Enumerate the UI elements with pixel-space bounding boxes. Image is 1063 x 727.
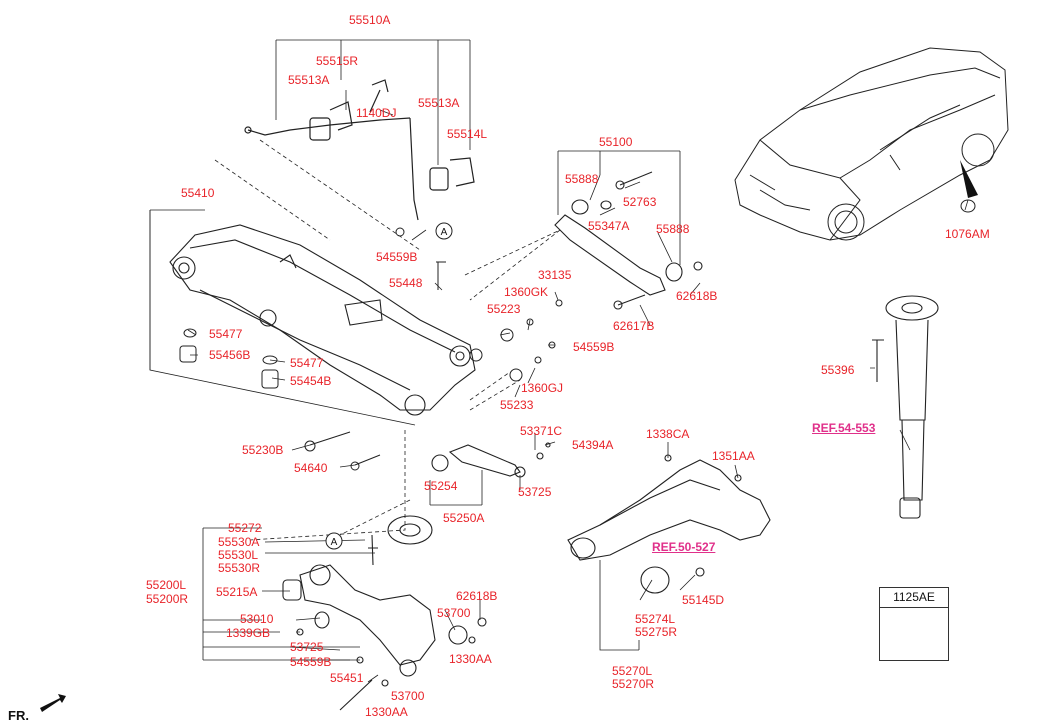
part-55410[interactable]: 55410 [181,186,215,200]
part-55254[interactable]: 55254 [424,479,458,493]
part-55250a[interactable]: 55250A [443,511,485,525]
part-55530l[interactable]: 55530L [218,548,259,562]
part-55515r[interactable]: 55515R [316,54,359,68]
part-55145d[interactable]: 55145D [682,593,725,607]
stabilizer-bar [244,79,475,221]
part-55530r[interactable]: 55530R [218,561,261,575]
part-55510a[interactable]: 55510A [349,13,391,27]
marker-a-1 [435,222,453,240]
part-53700-b[interactable]: 53700 [391,689,425,703]
part-box-1125ae-label: 1125AE [880,588,948,608]
part-55274l[interactable]: 55274L [635,612,676,626]
part-55454b[interactable]: 55454B [290,374,332,388]
part-54394a[interactable]: 54394A [572,438,614,452]
part-33135[interactable]: 33135 [538,268,572,282]
part-55100[interactable]: 55100 [599,135,633,149]
part-55530a[interactable]: 55530A [218,535,260,549]
part-1339gb[interactable]: 1339GB [226,626,271,640]
part-55270l[interactable]: 55270L [612,664,653,678]
part-55477[interactable]: 55477 [209,327,243,341]
part-55230b[interactable]: 55230B [242,443,284,457]
marker-a-2-text: A [331,537,338,548]
trailing-link-55250a [431,442,551,478]
part-1360gk[interactable]: 1360GK [504,285,549,299]
reference-link-54-553[interactable]: REF.54-553 [812,421,876,435]
part-1351aa[interactable]: 1351AA [712,449,755,463]
small-parts [179,227,563,471]
wheel-arch-pointer [960,160,978,198]
marker-a-2 [325,532,343,550]
part-55233[interactable]: 55233 [500,398,534,412]
part-54559b-b[interactable]: 54559B [573,340,615,354]
part-54559b-c[interactable]: 54559B [290,655,332,669]
part-55888-b[interactable]: 55888 [656,222,690,236]
part-55272[interactable]: 55272 [228,521,262,535]
part-54559b[interactable]: 54559B [376,250,418,264]
trailing-arm-55270 [567,454,771,594]
lower-arm-55200 [282,515,487,711]
part-52763[interactable]: 52763 [623,195,657,209]
part-62617b[interactable]: 62617B [613,319,655,333]
upper-arm-55100 [554,171,703,310]
part-53700[interactable]: 53700 [437,606,471,620]
reference-link-50-527[interactable]: REF.50-527 [652,540,716,554]
part-53371c[interactable]: 53371C [520,424,563,438]
part-1140dj[interactable]: 1140DJ [356,106,397,120]
part-53010[interactable]: 53010 [240,612,274,626]
part-1330aa-b[interactable]: 1330AA [365,705,408,719]
car-illustration [734,47,1009,241]
marker-a-1-text: A [441,227,448,238]
part-box-1125ae[interactable]: 1125AE [879,587,949,661]
front-direction-label: FR. [8,708,29,723]
part-55513a-b[interactable]: 55513A [418,96,460,110]
shock-absorber [872,295,939,519]
part-1338ca[interactable]: 1338CA [646,427,690,441]
part-55223[interactable]: 55223 [487,302,521,316]
part-53725-b[interactable]: 53725 [290,640,324,654]
part-55275r[interactable]: 55275R [635,625,678,639]
part-55200r[interactable]: 55200R [146,592,189,606]
part-62618b-b[interactable]: 62618B [456,589,498,603]
subframe-55410 [169,224,476,416]
part-55396[interactable]: 55396 [821,363,855,377]
part-55200l[interactable]: 55200L [146,578,187,592]
part-55477-b[interactable]: 55477 [290,356,324,370]
part-55215a[interactable]: 55215A [216,585,258,599]
front-arrow-icon [40,694,66,712]
part-55888[interactable]: 55888 [565,172,599,186]
part-54640[interactable]: 54640 [294,461,328,475]
part-55456b[interactable]: 55456B [209,348,251,362]
part-1360gj[interactable]: 1360GJ [521,381,564,395]
part-55448[interactable]: 55448 [389,276,423,290]
part-1330aa[interactable]: 1330AA [449,652,492,666]
part-55514l[interactable]: 55514L [447,127,488,141]
part-55451[interactable]: 55451 [330,671,364,685]
part-55513a[interactable]: 55513A [288,73,330,87]
part-55270r[interactable]: 55270R [612,677,655,691]
part-62618b[interactable]: 62618B [676,289,718,303]
part-53725[interactable]: 53725 [518,485,552,499]
part-1076am[interactable]: 1076AM [945,227,990,241]
plug-1076am [960,199,976,213]
part-55347a[interactable]: 55347A [588,219,630,233]
